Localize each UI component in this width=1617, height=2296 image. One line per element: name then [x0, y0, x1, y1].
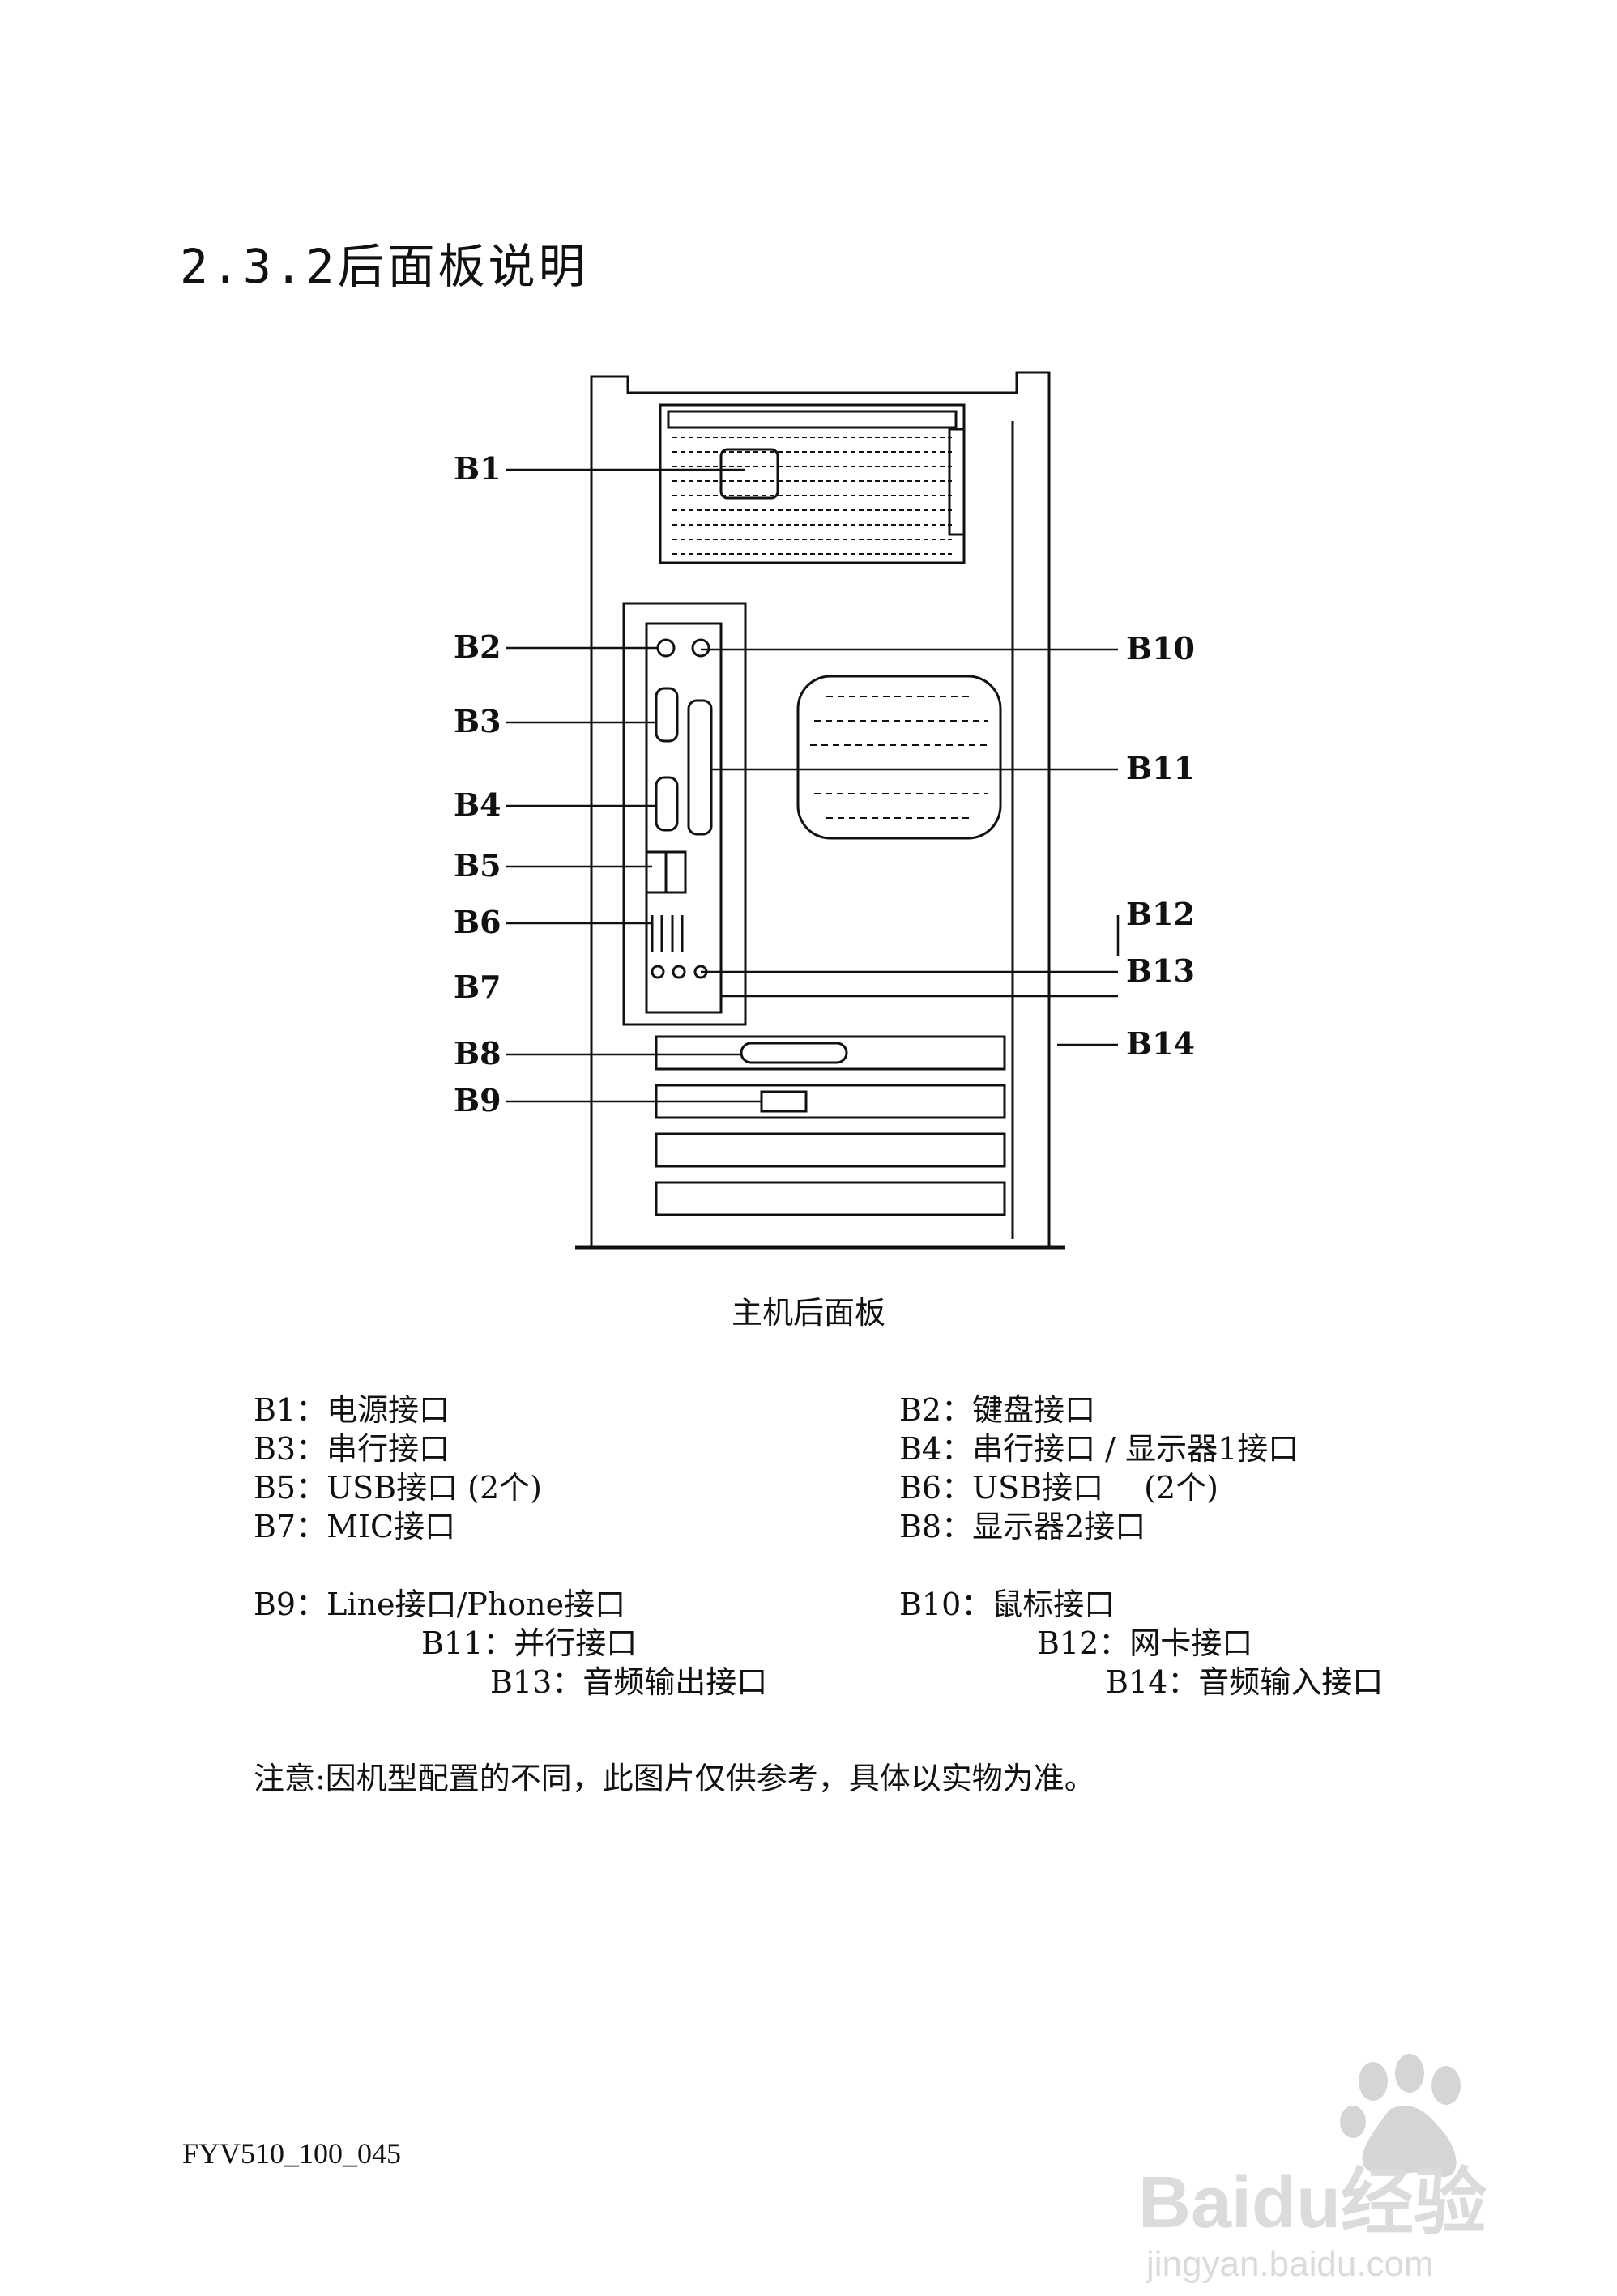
- power-socket: [719, 448, 779, 500]
- psu-vent: [672, 437, 952, 555]
- legend-b6: B6：USB接口 (2个): [899, 1470, 1218, 1506]
- legend-b10: B10：鼠标接口: [899, 1587, 1116, 1622]
- leader-lines: [506, 468, 1120, 1103]
- watermark-url: jingyan.baidu.com: [1145, 2244, 1434, 2284]
- section-title: 2.3.2后面板说明: [180, 239, 589, 294]
- legend-b2: B2：键盘接口: [899, 1392, 1096, 1428]
- label-b6: B6: [454, 904, 501, 940]
- label-b7: B7: [454, 969, 501, 1005]
- label-b10: B10: [1126, 630, 1195, 667]
- label-b5: B5: [454, 847, 501, 884]
- io-shield: [645, 622, 723, 1014]
- legend-b13: B13：音频输出接口: [490, 1664, 768, 1700]
- legend-b3: B3：串行接口: [254, 1431, 450, 1467]
- legend-b1: B1：电源接口: [254, 1392, 450, 1428]
- label-b14: B14: [1126, 1025, 1195, 1062]
- legend-b7: B7：MIC接口: [254, 1509, 456, 1544]
- legend-b5: B5：USB接口 (2个): [254, 1470, 542, 1506]
- label-b9: B9: [454, 1082, 501, 1118]
- label-b1: B1: [454, 450, 501, 487]
- label-b8: B8: [454, 1035, 501, 1071]
- legend-b9: B9：Line接口/Phone接口: [254, 1587, 626, 1622]
- legend-b4: B4：串行接口 / 显示器1接口: [899, 1431, 1299, 1467]
- fan-grill: [796, 675, 1002, 840]
- label-b3: B3: [454, 703, 501, 739]
- disclaimer-note: 注意:因机型配置的不同，此图片仅供参考，具体以实物为准。: [254, 1761, 1095, 1796]
- label-b13: B13: [1126, 952, 1195, 989]
- rear-panel-diagram: B1 B2 B3 B4 B5 B6 B7 B8 B9 B10 B11 B12 B…: [454, 371, 1195, 1250]
- figure-caption: 主机后面板: [731, 1295, 885, 1331]
- legend-b8: B8：显示器2接口: [899, 1509, 1146, 1544]
- label-b11: B11: [1126, 750, 1195, 786]
- legend-b12: B12：网卡接口: [1037, 1625, 1253, 1661]
- legend-b14: B14：音频输入接口: [1106, 1664, 1384, 1700]
- label-b2: B2: [454, 628, 501, 665]
- document-code: FYV510_100_045: [182, 2137, 402, 2170]
- legend-b11: B11：并行接口: [421, 1625, 638, 1661]
- label-b12: B12: [1126, 896, 1195, 932]
- label-b4: B4: [454, 786, 501, 823]
- watermark-brand: Baidu经验: [1138, 2162, 1487, 2243]
- baidu-jingyan-watermark: Baidu经验 jingyan.baidu.com: [1138, 2054, 1487, 2284]
